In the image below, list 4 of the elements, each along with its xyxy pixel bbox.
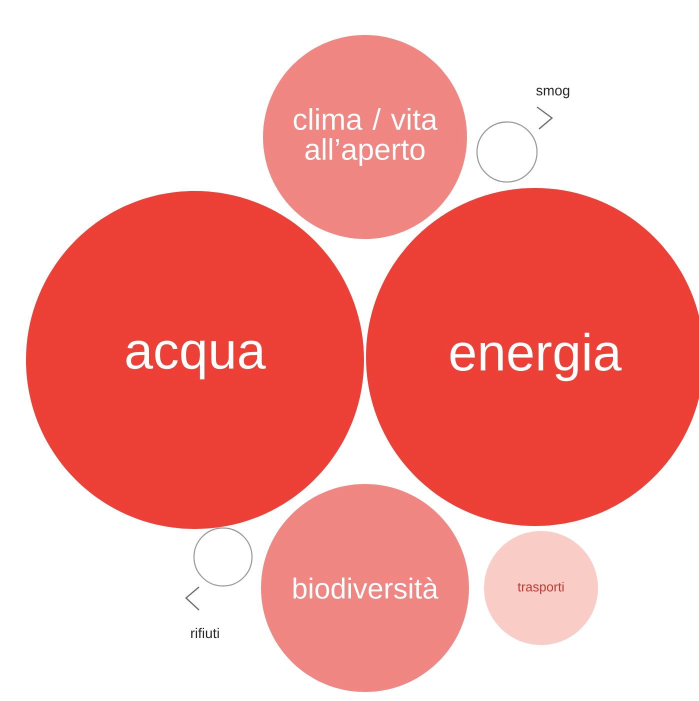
ring <box>193 527 253 587</box>
label: rifiuti <box>191 628 219 638</box>
ring <box>476 121 538 183</box>
label: smog <box>536 88 570 98</box>
